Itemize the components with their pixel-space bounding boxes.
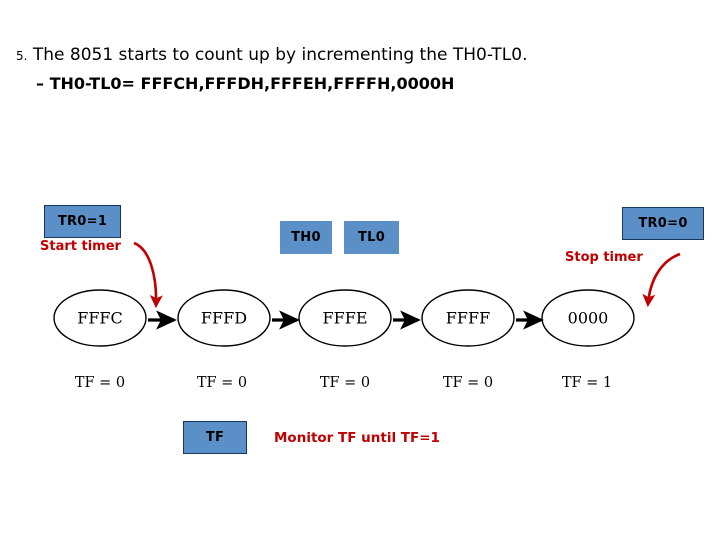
bullet-line-primary: 5. The 8051 starts to count up by increm… [16,44,527,67]
label-monitor-tf: Monitor TF until TF=1 [274,430,440,446]
bullet-primary-text: The 8051 starts to count up by increment… [32,45,528,65]
box-th0[interactable]: TH0 [280,221,332,254]
tf-value-fffc: TF = 0 [74,375,126,391]
sub-bullet-dash: – [36,74,44,93]
box-tf[interactable]: TF [183,421,247,454]
curved-arrow-icon-start-timer [133,241,163,309]
tf-value-0000: TF = 1 [561,375,613,391]
tf-value-fffd: TF = 0 [196,375,248,391]
bullet-line-secondary: – TH0-TL0= FFFCH,FFFDH,FFFEH,FFFFH,0000H [36,73,454,95]
state-label-ffff: FFFF [445,308,491,328]
state-label-fffc: FFFC [77,308,123,328]
state-label-0000: 0000 [567,308,609,328]
box-tl0[interactable]: TL0 [344,221,399,254]
label-stop-timer: Stop timer [565,250,643,265]
bullet-number: 5. [16,49,28,63]
box-tr0-on[interactable]: TR0=1 [44,205,121,238]
box-tr0-off[interactable]: TR0=0 [622,207,704,240]
label-start-timer: Start timer [40,239,121,254]
state-label-fffd: FFFD [200,308,248,328]
state-label-fffe: FFFE [322,308,368,328]
tf-value-ffff: TF = 0 [442,375,494,391]
bullet-secondary-text: TH0-TL0= FFFCH,FFFDH,FFFEH,FFFFH,0000H [49,74,455,93]
tf-value-fffe: TF = 0 [319,375,371,391]
curved-arrow-icon-stop-timer [642,252,681,308]
